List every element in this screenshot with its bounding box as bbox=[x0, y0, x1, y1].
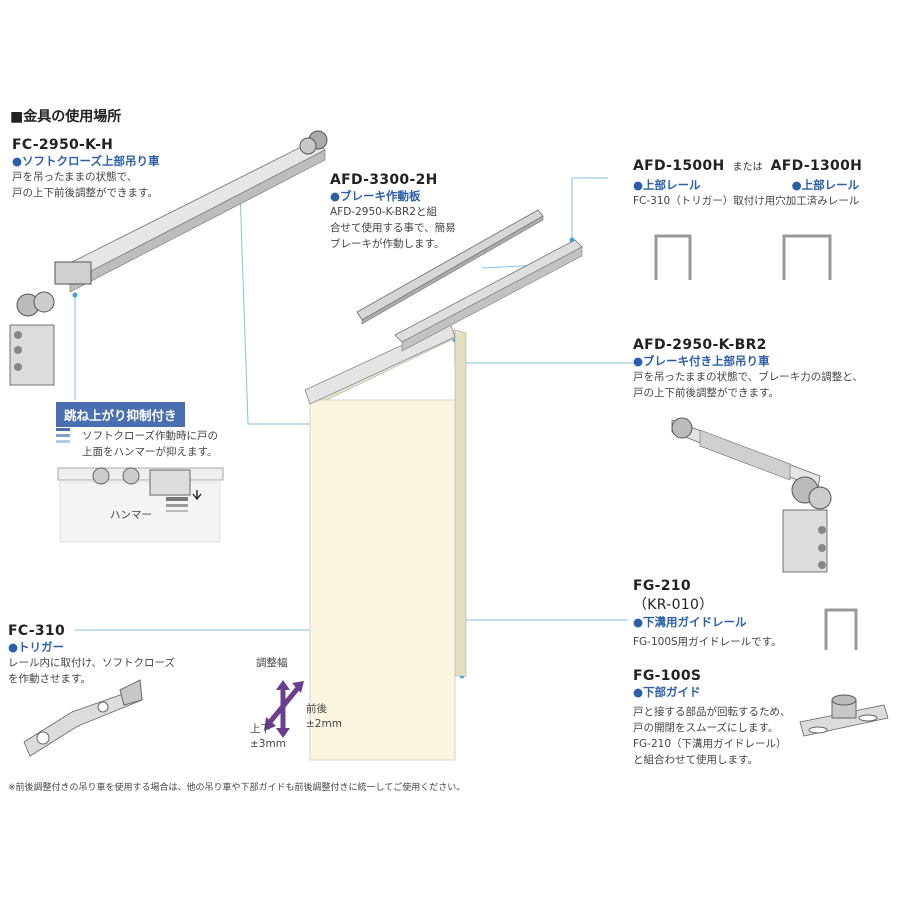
afd1500-block: AFD-1500H または AFD-1300H ●上部レール ●上部レール FC… bbox=[633, 155, 862, 209]
afd3300-desc-3: ブレーキが作動します。 bbox=[330, 238, 445, 250]
adjust-fb: 前後 ±2mm bbox=[306, 702, 342, 732]
afd-or-text: または bbox=[732, 162, 763, 173]
fc2950-model: FC-2950-K-H bbox=[12, 137, 114, 153]
afd3300-block: AFD-3300-2H ●ブレーキ作動板 AFD-2950-K-BR2と組 合せ… bbox=[330, 172, 456, 252]
afd3300-subtitle: ●ブレーキ作動板 bbox=[330, 189, 421, 203]
hammer-stripes bbox=[56, 428, 70, 443]
afd3300-model: AFD-3300-2H bbox=[330, 172, 438, 188]
fg100s-desc-1: 戸と接する部品が回転するため、 bbox=[633, 706, 791, 718]
afd1500-model: AFD-1500H bbox=[633, 158, 725, 174]
afd3300-desc-1: AFD-2950-K-BR2と組 bbox=[330, 206, 437, 218]
afd1500-subtitle: ●上部レール bbox=[633, 178, 701, 192]
fc310-desc-1: レール内に取付け、ソフトクローズ bbox=[8, 657, 175, 669]
adjust-fb-value: ±2mm bbox=[306, 718, 342, 730]
afd1300-model: AFD-1300H bbox=[770, 158, 863, 174]
rail-profiles bbox=[654, 234, 858, 650]
adjust-title: 調整幅 bbox=[256, 657, 288, 669]
afd2950-desc-2: 戸の上下前後調整ができます。 bbox=[633, 387, 779, 399]
fg100s-desc-3: FG-210（下溝用ガイドレール） bbox=[633, 738, 787, 750]
footnote: ※前後調整付きの吊り車を使用する場合は、他の吊り車や下部ガイドも前後調整付きに統… bbox=[8, 783, 466, 793]
fg210-model: FG-210 bbox=[633, 578, 691, 594]
adjust-fb-label: 前後 bbox=[306, 703, 327, 715]
afd2950-model: AFD-2950-K-BR2 bbox=[633, 337, 767, 353]
afd1500-desc: FC-310（トリガー）取付け用穴加工済みレール bbox=[633, 195, 860, 207]
adjust-ud: 上下 ±3mm bbox=[250, 722, 286, 752]
fc2950-hanger-drawing bbox=[9, 130, 328, 386]
hammer-inset-drawing bbox=[57, 467, 224, 543]
fg210-model-alt: （KR-010） bbox=[633, 597, 714, 613]
hammer-desc-1: ソフトクローズ作動時に戸の bbox=[82, 430, 218, 442]
hammer-label: ハンマー bbox=[110, 509, 152, 521]
fc310-model: FC-310 bbox=[8, 623, 65, 639]
adjust-ud-value: ±3mm bbox=[250, 738, 286, 750]
afd2950-block: AFD-2950-K-BR2 ●ブレーキ付き上部吊り車 戸を吊ったままの状態で、… bbox=[633, 337, 863, 401]
fg100s-desc-2: 戸の開閉をスムーズにします。 bbox=[633, 722, 779, 734]
fg210-desc: FG-100S用ガイドレールです。 bbox=[633, 636, 782, 648]
fc310-trigger-drawing bbox=[23, 679, 143, 757]
fg100s-desc-4: と組合わせて使用します。 bbox=[633, 754, 758, 766]
fg100s-guide-drawing bbox=[799, 694, 889, 737]
afd2950-hanger-drawing bbox=[671, 417, 832, 573]
fg210-subtitle: ●下溝用ガイドレール bbox=[633, 615, 747, 629]
fg100s-model: FG-100S bbox=[633, 668, 702, 684]
hammer-badge: 跳ね上がり抑制付き bbox=[56, 402, 185, 427]
fg100s-subtitle: ●下部ガイド bbox=[633, 685, 701, 699]
fc310-subtitle: ●トリガー bbox=[8, 640, 65, 654]
fc310-desc-2: を作動させます。 bbox=[8, 673, 91, 685]
fg210-block: FG-210 （KR-010） ●下溝用ガイドレール FG-100S用ガイドレー… bbox=[633, 578, 782, 650]
fc310-block: FC-310 ●トリガー レール内に取付け、ソフトクローズ を作動させます。 bbox=[8, 623, 175, 687]
fc2950-desc-2: 戸の上下前後調整ができます。 bbox=[12, 187, 158, 199]
afd2950-desc-1: 戸を吊ったままの状態で、ブレーキ力の調整と、 bbox=[633, 371, 863, 383]
top-rail-drawing bbox=[394, 239, 583, 352]
page-title: ■金具の使用場所 bbox=[10, 109, 122, 125]
door-illustration bbox=[304, 322, 467, 761]
fc2950-desc-1: 戸を吊ったままの状態で、 bbox=[12, 171, 138, 183]
fc2950-block: FC-2950-K-H ●ソフトクローズ上部吊り車 戸を吊ったままの状態で、 戸… bbox=[12, 137, 159, 201]
afd2950-subtitle: ●ブレーキ付き上部吊り車 bbox=[633, 354, 770, 368]
afd3300-desc-2: 合せて使用する事で、簡易 bbox=[330, 222, 456, 234]
fc2950-subtitle: ●ソフトクローズ上部吊り車 bbox=[12, 154, 160, 168]
afd1300-subtitle: ●上部レール bbox=[791, 178, 860, 192]
adjust-ud-label: 上下 bbox=[250, 723, 271, 735]
hammer-desc: ソフトクローズ作動時に戸の 上面をハンマーが抑えます。 bbox=[82, 428, 218, 460]
hammer-desc-2: 上面をハンマーが抑えます。 bbox=[82, 446, 218, 458]
adjust-arrows bbox=[264, 680, 304, 738]
brake-plate-drawing bbox=[356, 209, 544, 325]
fg100s-block: FG-100S ●下部ガイド 戸と接する部品が回転するため、 戸の開閉をスムーズ… bbox=[633, 668, 791, 768]
